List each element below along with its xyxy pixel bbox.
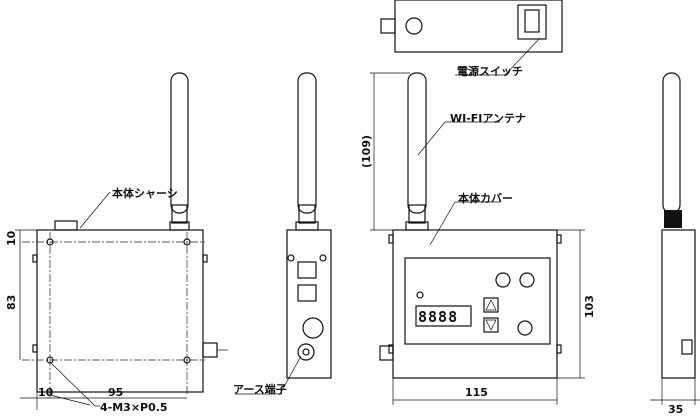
top-view xyxy=(380,0,563,76)
chassis-view xyxy=(15,72,228,410)
cover-label: 本体カバー xyxy=(458,192,513,205)
right-view xyxy=(650,72,700,405)
chassis-label: 本体シャーシ xyxy=(112,187,178,200)
ground-terminal-label: アース端子 xyxy=(233,383,287,396)
dim-hole-pitch-h: 95 xyxy=(108,386,124,399)
dim-left-offset: 10 xyxy=(38,386,54,399)
dim-antenna-height: (109) xyxy=(360,134,373,168)
side-view xyxy=(235,72,332,395)
cover-view xyxy=(370,72,585,405)
power-switch-label: 電源スイッチ xyxy=(457,65,523,78)
dim-top-offset: 10 xyxy=(5,230,18,246)
dim-width: 115 xyxy=(465,386,488,399)
screw-spec-label: 4-M3×P0.5 xyxy=(100,401,168,414)
wifi-antenna-label: WI-FIアンテナ xyxy=(450,112,526,125)
dim-hole-pitch-v: 83 xyxy=(5,294,18,310)
dim-depth: 35 xyxy=(668,403,684,416)
led-display: 8888 xyxy=(418,308,459,326)
dim-height: 103 xyxy=(583,295,596,318)
